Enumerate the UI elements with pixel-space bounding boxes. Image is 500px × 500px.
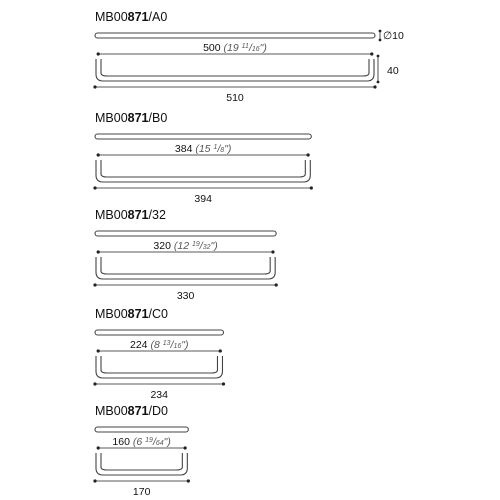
dimension-dot <box>306 153 310 157</box>
handle-side-view <box>95 453 188 476</box>
dimension-dot <box>221 382 226 386</box>
dimension-dot <box>218 349 222 353</box>
dimension-dot <box>370 52 374 56</box>
dimension-dot <box>183 446 187 450</box>
overall-length-label: 394 <box>194 193 212 205</box>
handle-side-view <box>95 160 311 183</box>
model-block: MB00871/A0 500 (19 11/16") 510 ∅10 40 <box>93 10 404 104</box>
hole-distance-label: 500 (19 11/16") <box>203 42 267 54</box>
handle-top-view <box>94 426 189 433</box>
model-block: MB00871/32 320 (12 19/32") 330 <box>93 208 278 302</box>
dimension-dot <box>96 153 100 157</box>
height-label: 40 <box>387 65 399 77</box>
model-code: MB00871/D0 <box>95 404 168 418</box>
hole-distance-label: 224 (8 13/16") <box>130 339 188 351</box>
overall-length-label: 170 <box>133 486 151 498</box>
model-code: MB00871/C0 <box>95 307 168 321</box>
handle-top-view <box>94 329 225 336</box>
dimension-dot <box>96 446 100 450</box>
dimension-dot <box>93 85 97 89</box>
dimension-dot <box>96 250 100 254</box>
hole-distance-label: 384 (15 1/8") <box>175 143 232 155</box>
handle-top-view <box>94 133 312 140</box>
handle-top-view <box>94 230 277 237</box>
hole-distance-label: 320 (12 19/32") <box>153 240 217 252</box>
dimension-dot <box>93 479 97 483</box>
model-code: MB00871/32 <box>95 208 166 222</box>
dimension-dot <box>93 283 97 287</box>
handle-side-view <box>95 356 224 379</box>
overall-length-label: 234 <box>150 389 168 401</box>
dimension-dot <box>378 38 382 42</box>
hole-distance-label: 160 (6 19/64") <box>112 436 170 448</box>
dimension-dot <box>96 349 100 353</box>
handle-top-view <box>94 32 376 39</box>
dimension-dot <box>274 283 278 287</box>
overall-length-label: 330 <box>177 290 195 302</box>
dimension-dot <box>93 186 97 190</box>
model-code: MB00871/A0 <box>95 10 167 24</box>
handle-side-view <box>95 59 375 82</box>
model-block: MB00871/D0 160 (6 19/64") 170 <box>93 404 190 498</box>
diameter-label: ∅10 <box>383 30 404 42</box>
dimension-dot <box>96 52 100 56</box>
overall-length-label: 510 <box>226 92 244 104</box>
handle-side-view <box>95 257 276 280</box>
dimension-dot <box>376 80 380 84</box>
dimension-dot <box>376 54 380 58</box>
dimension-dot <box>373 85 377 89</box>
model-code: MB00871/B0 <box>95 111 167 125</box>
dimension-dot <box>378 29 382 33</box>
dimension-dot <box>93 382 97 386</box>
dimension-dot <box>186 479 190 483</box>
dimension-dot <box>309 186 313 190</box>
model-block: MB00871/C0 224 (8 13/16") 234 <box>93 307 226 401</box>
dimension-dot <box>271 250 275 254</box>
model-block: MB00871/B0 384 (15 1/8") 394 <box>93 111 313 205</box>
